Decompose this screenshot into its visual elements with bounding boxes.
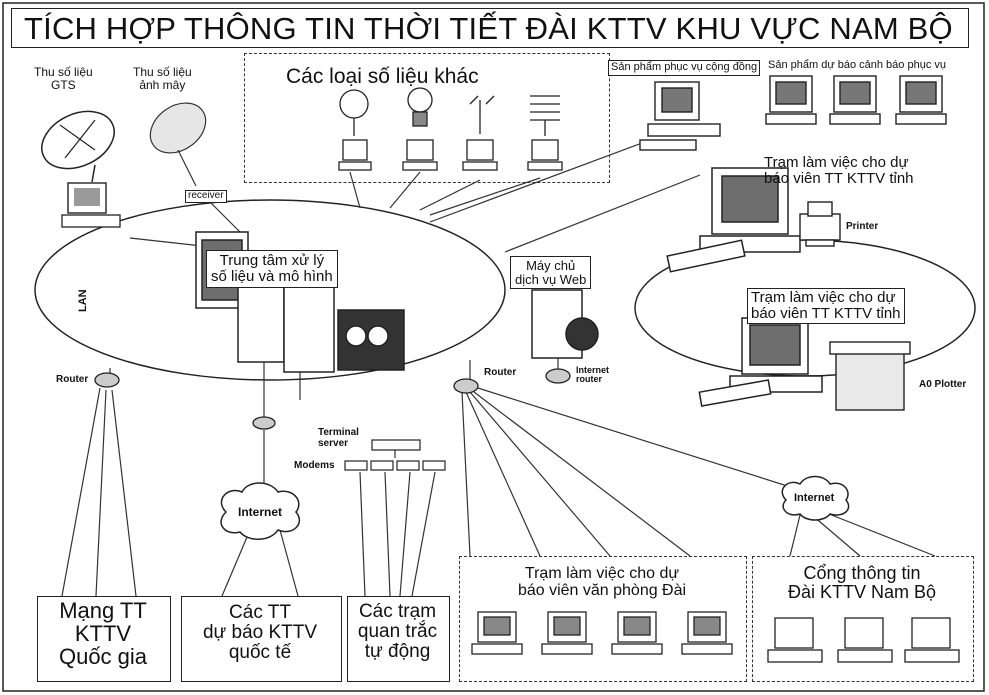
router-mid-icon bbox=[453, 378, 479, 394]
gts-label: Thu số liệu GTS bbox=[34, 65, 93, 92]
office-computers-icon bbox=[471, 611, 733, 655]
national-network-label: Mạng TT KTTV Quốc gia bbox=[58, 598, 148, 670]
cloud-label: Thu số liệu ảnh mây bbox=[133, 65, 192, 92]
provincial-workstation-label-2: Trạm làm việc cho dự báo viên TT KTTV tỉ… bbox=[747, 288, 905, 324]
other-data-box bbox=[244, 53, 610, 183]
balloon-source-icon bbox=[338, 89, 372, 171]
community-computer-icon bbox=[639, 81, 721, 151]
terminal-server-label: Terminal server bbox=[318, 427, 359, 449]
router-mid-label: Router bbox=[484, 367, 517, 378]
receiver-label: receiver bbox=[185, 190, 227, 203]
lan-ellipse bbox=[34, 199, 506, 381]
international-centers-label: Các TT dự báo KTTV quốc tế bbox=[202, 602, 318, 663]
provincial-workstation-icon-2 bbox=[698, 317, 823, 407]
office-workstations-box bbox=[459, 556, 747, 682]
router-left-label: Router bbox=[56, 374, 89, 385]
cloud-dish-icon bbox=[149, 102, 207, 187]
portal-computers-icon bbox=[767, 617, 960, 663]
printer-icon bbox=[799, 201, 841, 247]
gts-workstation-icon bbox=[61, 182, 121, 228]
web-server-icon bbox=[531, 289, 599, 359]
router-internet-1-icon bbox=[252, 416, 276, 430]
portal-label: Cổng thông tin Đài KTTV Nam Bộ bbox=[787, 563, 937, 602]
community-products-label: Sản phẩm phục vụ cộng đồng bbox=[608, 60, 761, 76]
office-workstations-label: Trạm làm việc cho dự báo viên văn phòng … bbox=[517, 565, 687, 599]
center-label: Trung tâm xử lý số liệu và mô hình bbox=[206, 250, 338, 288]
sensor-source-icon bbox=[402, 87, 438, 171]
provincial-workstation-icon-1 bbox=[666, 167, 801, 273]
gts-dish-icon bbox=[41, 110, 115, 183]
lan-label: LAN bbox=[77, 289, 89, 312]
modems-icon bbox=[344, 460, 446, 471]
rain-source-icon bbox=[527, 95, 563, 171]
internet-router-label: Internet router bbox=[576, 365, 610, 385]
router-left-icon bbox=[94, 372, 120, 388]
auto-stations-box bbox=[347, 596, 450, 682]
internet-cloud-2-icon bbox=[781, 475, 850, 521]
provincial-workstation-label-1: Trạm làm việc cho dự báo viên TT KTTV tỉ… bbox=[764, 154, 914, 187]
internet-label-1: Internet bbox=[238, 505, 283, 519]
other-data-label: Các loại số liệu khác bbox=[286, 65, 479, 88]
warning-computer-icon-1 bbox=[765, 75, 817, 125]
warning-computer-icon-3 bbox=[895, 75, 947, 125]
plotter-icon bbox=[829, 341, 911, 411]
warning-products-label: Sản phẩm dự báo cảnh báo phục vụ bbox=[768, 59, 946, 71]
antenna-source-icon bbox=[462, 95, 498, 171]
portal-box bbox=[752, 556, 974, 682]
terminal-server-icon bbox=[371, 439, 421, 451]
auto-stations-label: Các trạm quan trắc tự động bbox=[357, 601, 438, 662]
internet-router-icon bbox=[545, 368, 571, 384]
title-box: TÍCH HỢP THÔNG TIN THỜI TIẾT ĐÀI KTTV KH… bbox=[11, 8, 969, 48]
printer-label: Printer bbox=[846, 221, 879, 232]
warning-computer-icon-2 bbox=[829, 75, 881, 125]
international-centers-box bbox=[181, 596, 342, 682]
internet-label-2: Internet bbox=[794, 492, 835, 504]
page-title: TÍCH HỢP THÔNG TIN THỜI TIẾT ĐÀI KTTV KH… bbox=[24, 11, 953, 46]
modems-label: Modems bbox=[294, 460, 335, 471]
internet-cloud-1-icon bbox=[220, 482, 301, 540]
national-network-box bbox=[37, 596, 171, 682]
web-server-label: Máy chủ dịch vụ Web bbox=[510, 256, 592, 290]
plotter-label: A0 Plotter bbox=[919, 379, 967, 390]
